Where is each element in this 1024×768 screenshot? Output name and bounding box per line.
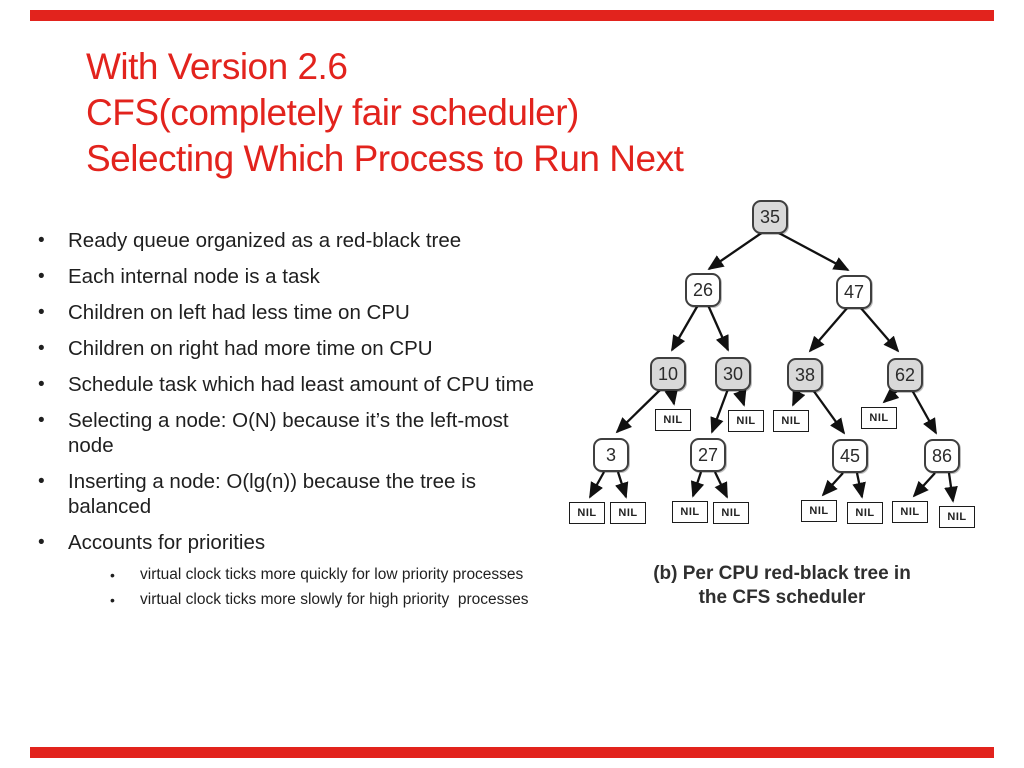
nil-node: NIL (861, 407, 897, 429)
bullet-text: Each internal node is a task (68, 265, 320, 288)
bullet-dot: • (38, 532, 45, 553)
bullet-text: Children on right had more time on CPU (68, 337, 433, 360)
bullet-item: • Inserting a node: O(lg(n)) because the… (38, 469, 550, 519)
bullet-text: Schedule task which had least amount of … (68, 373, 535, 396)
nil-node: NIL (610, 502, 646, 524)
tree-node-38: 38 (787, 358, 823, 392)
bullet-dot: • (38, 302, 45, 323)
tree-node-3: 3 (593, 438, 629, 472)
bullet-dot: • (38, 471, 45, 492)
sub-bullet-item: • virtual clock ticks more slowly for hi… (110, 588, 550, 612)
sub-bullet-text: virtual clock ticks more quickly for low… (140, 566, 524, 583)
bullet-dot: • (110, 592, 115, 608)
tree-node-26: 26 (685, 273, 721, 307)
figure-caption: (b) Per CPU red-black tree in the CFS sc… (622, 562, 942, 610)
bullet-text: Inserting a node: O(lg(n)) because the t… (68, 470, 476, 518)
tree-node-27: 27 (690, 438, 726, 472)
bullet-text: Children on left had less time on CPU (68, 301, 410, 324)
bullet-dot: • (38, 410, 45, 431)
tree-node-35: 35 (752, 200, 788, 234)
nil-node: NIL (939, 506, 975, 528)
bullet-item: • Ready queue organized as a red-black t… (38, 228, 550, 253)
nil-node: NIL (728, 410, 764, 432)
figure-caption-line-1: (b) Per CPU red-black tree in (653, 563, 911, 584)
nil-node: NIL (892, 501, 928, 523)
nil-node: NIL (713, 502, 749, 524)
bullet-dot: • (38, 230, 45, 251)
bullet-dot: • (38, 266, 45, 287)
sub-bullet-list: • virtual clock ticks more quickly for l… (110, 563, 550, 612)
bullet-dot: • (38, 374, 45, 395)
top-accent-bar (30, 10, 994, 21)
nil-node: NIL (847, 502, 883, 524)
bullet-item: • Selecting a node: O(N) because it’s th… (38, 408, 550, 458)
bullet-item: • Accounts for priorities (38, 530, 550, 555)
tree-node-47: 47 (836, 275, 872, 309)
tree-node-62: 62 (887, 358, 923, 392)
bottom-accent-bar (30, 747, 994, 758)
nil-node: NIL (672, 501, 708, 523)
bullet-text: Selecting a node: O(N) because it’s the … (68, 409, 509, 457)
sub-bullet-text: virtual clock ticks more slowly for high… (140, 591, 529, 608)
tree-node-30: 30 (715, 357, 751, 391)
slide-title: With Version 2.6 CFS(completely fair sch… (86, 44, 806, 182)
title-line-3: Selecting Which Process to Run Next (86, 138, 684, 179)
bullet-dot: • (38, 338, 45, 359)
tree-node-86: 86 (924, 439, 960, 473)
bullet-item: • Schedule task which had least amount o… (38, 372, 550, 397)
bullet-item: • Children on right had more time on CPU (38, 336, 550, 361)
bullet-text: Accounts for priorities (68, 531, 266, 554)
bullet-item: • Each internal node is a task (38, 264, 550, 289)
bullet-item: • Children on left had less time on CPU (38, 300, 550, 325)
bullet-list: • Ready queue organized as a red-black t… (38, 228, 550, 613)
title-line-2: CFS(completely fair scheduler) (86, 92, 579, 133)
bullet-dot: • (110, 567, 115, 583)
tree-node-10: 10 (650, 357, 686, 391)
sub-bullet-item: • virtual clock ticks more quickly for l… (110, 563, 550, 587)
nil-node: NIL (801, 500, 837, 522)
nil-node: NIL (569, 502, 605, 524)
figure-caption-line-2: the CFS scheduler (698, 587, 866, 608)
title-line-1: With Version 2.6 (86, 46, 348, 87)
nil-node: NIL (655, 409, 691, 431)
tree-node-45: 45 (832, 439, 868, 473)
nil-node: NIL (773, 410, 809, 432)
bullet-text: Ready queue organized as a red-black tre… (68, 229, 462, 252)
